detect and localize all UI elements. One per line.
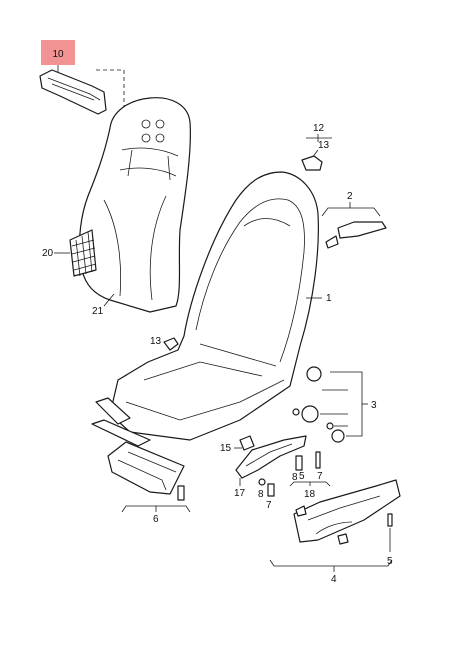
callout-7b[interactable]: 7 <box>317 471 323 482</box>
callout-7a[interactable]: 7 <box>266 500 272 511</box>
callout-13a[interactable]: 13 <box>318 140 330 151</box>
callout-5a[interactable]: 5 <box>299 471 305 482</box>
part-3-cap[interactable] <box>331 429 345 443</box>
callout-1[interactable]: 1 <box>326 293 332 304</box>
callout-12[interactable]: 12 <box>313 123 325 134</box>
part-6-tray[interactable] <box>107 441 185 495</box>
callout-8b[interactable]: 8 <box>292 472 298 483</box>
part-3-knob[interactable] <box>306 366 322 382</box>
part-12-clip[interactable] <box>301 155 323 171</box>
callout-8a[interactable]: 8 <box>258 489 264 500</box>
callout-18[interactable]: 18 <box>304 489 316 500</box>
leader-21 <box>103 293 115 307</box>
highlight-box-10 <box>41 40 75 65</box>
callout-2[interactable]: 2 <box>347 191 353 202</box>
callout-15[interactable]: 15 <box>220 443 232 454</box>
part-4-side-panel[interactable] <box>293 479 401 543</box>
callout-20[interactable]: 20 <box>42 248 54 259</box>
part-20-mesh-patch[interactable] <box>69 229 97 277</box>
callout-10[interactable]: 10 <box>52 49 64 60</box>
part-2-bracket[interactable] <box>337 221 387 239</box>
callout-3[interactable]: 3 <box>371 400 377 411</box>
part-15-hinge[interactable] <box>239 435 255 451</box>
callout-21[interactable]: 21 <box>92 306 104 317</box>
seat-rail-front <box>95 397 131 425</box>
callout-6[interactable]: 6 <box>153 514 159 525</box>
callout-5b[interactable]: 5 <box>387 556 393 567</box>
callout-4[interactable]: 4 <box>331 574 337 585</box>
part-5-screw[interactable] <box>387 513 393 527</box>
seat-rail-rear <box>91 419 151 447</box>
backrest-emblem-hole <box>141 119 151 129</box>
callout-17[interactable]: 17 <box>234 488 246 499</box>
part-3-disc[interactable] <box>301 405 319 423</box>
callout-13b[interactable]: 13 <box>150 336 162 347</box>
part-13-nut[interactable] <box>163 337 179 351</box>
part-17-lever[interactable] <box>235 435 307 479</box>
part-21-backrest-cover[interactable] <box>78 97 191 313</box>
part-1-seat-frame[interactable] <box>109 171 319 441</box>
